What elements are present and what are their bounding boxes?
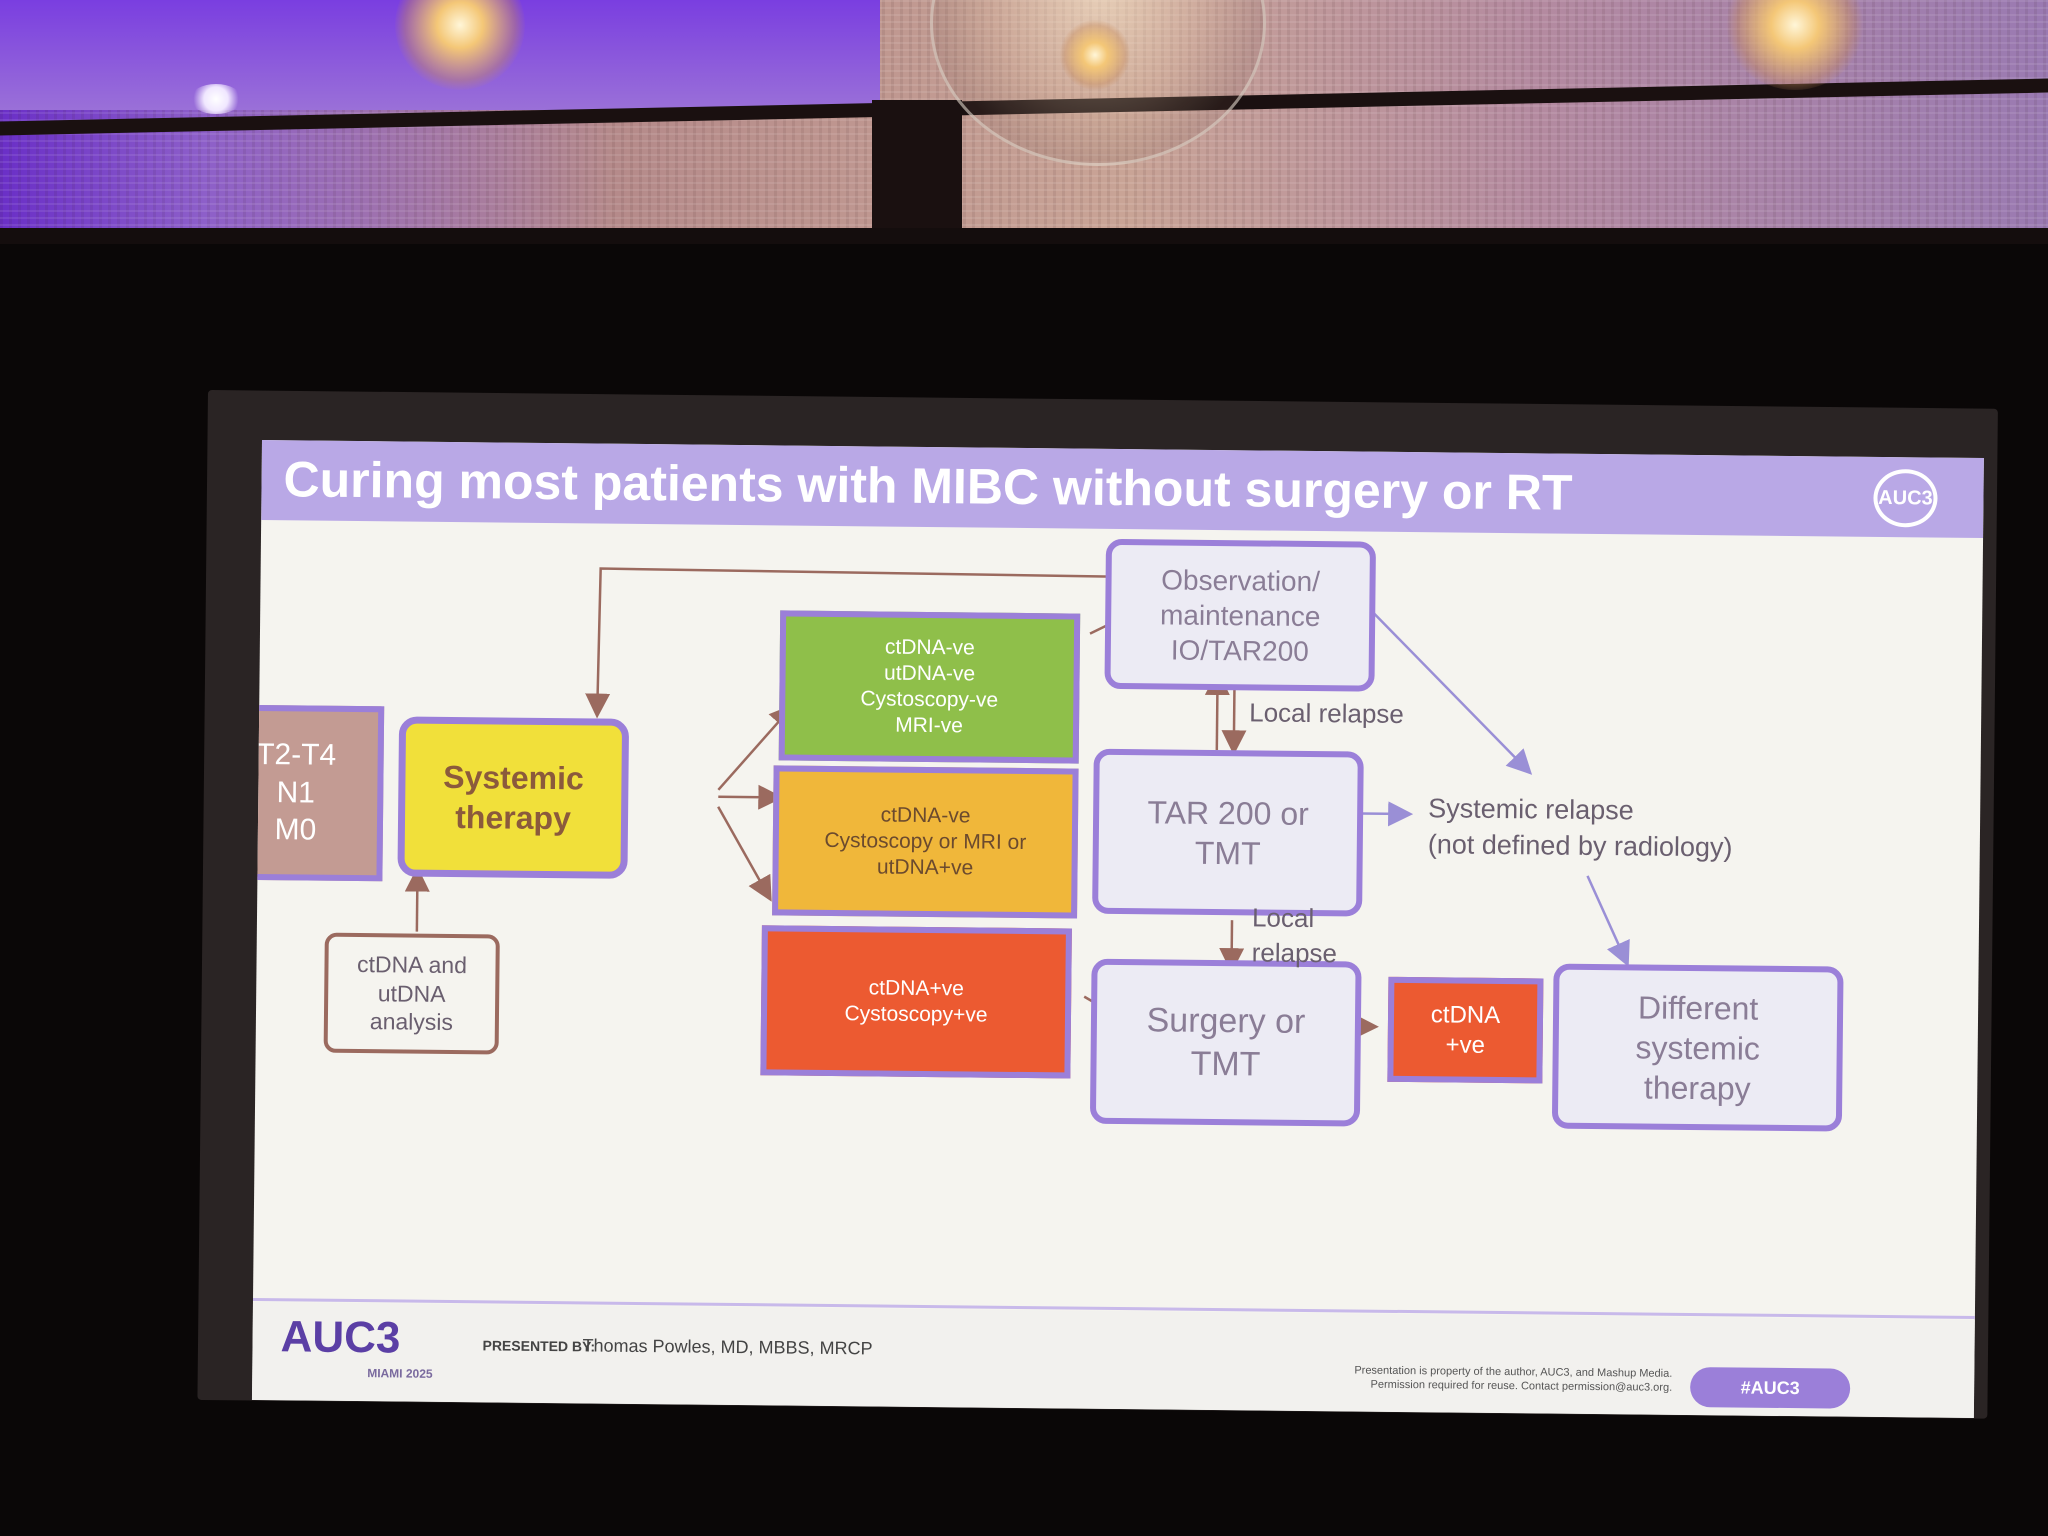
presentation-slide: Curing most patients with MIBC without s… [251,440,1984,1418]
surgery-tmt-box: Surgery or TMT [1089,958,1362,1127]
ceiling-spotlight [190,84,242,114]
arrow-observation-to-systemic-relapse [1369,608,1533,775]
mixed-result-box: ctDNA-ve Cystoscopy or MRI or utDNA+ve [772,765,1079,919]
footer-auc3-logo: AUC3 [280,1312,401,1363]
arrow-analysis-to-stage [404,866,430,932]
ctdna-positive-small-box: ctDNA +ve [1387,976,1544,1084]
ctdna-analysis-box: ctDNA and utDNA analysis [323,932,500,1055]
arrow-to-red [717,806,772,902]
different-systemic-therapy-box: Different systemic therapy [1551,963,1844,1132]
ceiling-edge [0,228,2048,244]
arrow-to-amber [718,784,784,810]
local-relapse-label-lower: Local relapse [1251,902,1338,969]
observation-box: Observation/ maintenance IO/TAR200 [1104,538,1376,692]
presented-by-label: PRESENTED BY: [482,1337,596,1355]
systemic-therapy-box: Systemic therapy [397,716,630,879]
hashtag-badge: #AUC3 [1689,1367,1851,1409]
globe-bulb [1060,20,1130,90]
local-relapse-label-upper: Local relapse [1249,697,1405,729]
systemic-relapse-label: Systemic relapse (not defined by radiolo… [1427,793,1733,863]
stage-box: T2-T4 N1 M0 [251,704,385,882]
ctdna-negative-box: ctDNA-ve utDNA-ve Cystoscopy-ve MRI-ve [778,610,1081,764]
tar200-tmt-box: TAR 200 or TMT [1092,748,1364,917]
footer-location: MIAMI 2025 [367,1366,433,1381]
footer-disclaimer: Presentation is property of the author, … [1354,1364,1673,1395]
loop-arrow [585,567,1166,719]
presenter-name: Thomas Powles, MD, MBBS, MRCP [582,1335,873,1359]
ceiling-pillar [872,100,962,240]
arrow-systemic-relapse-to-different [1586,875,1630,967]
ctdna-positive-box: ctDNA+ve Cystoscopy+ve [760,925,1072,1079]
